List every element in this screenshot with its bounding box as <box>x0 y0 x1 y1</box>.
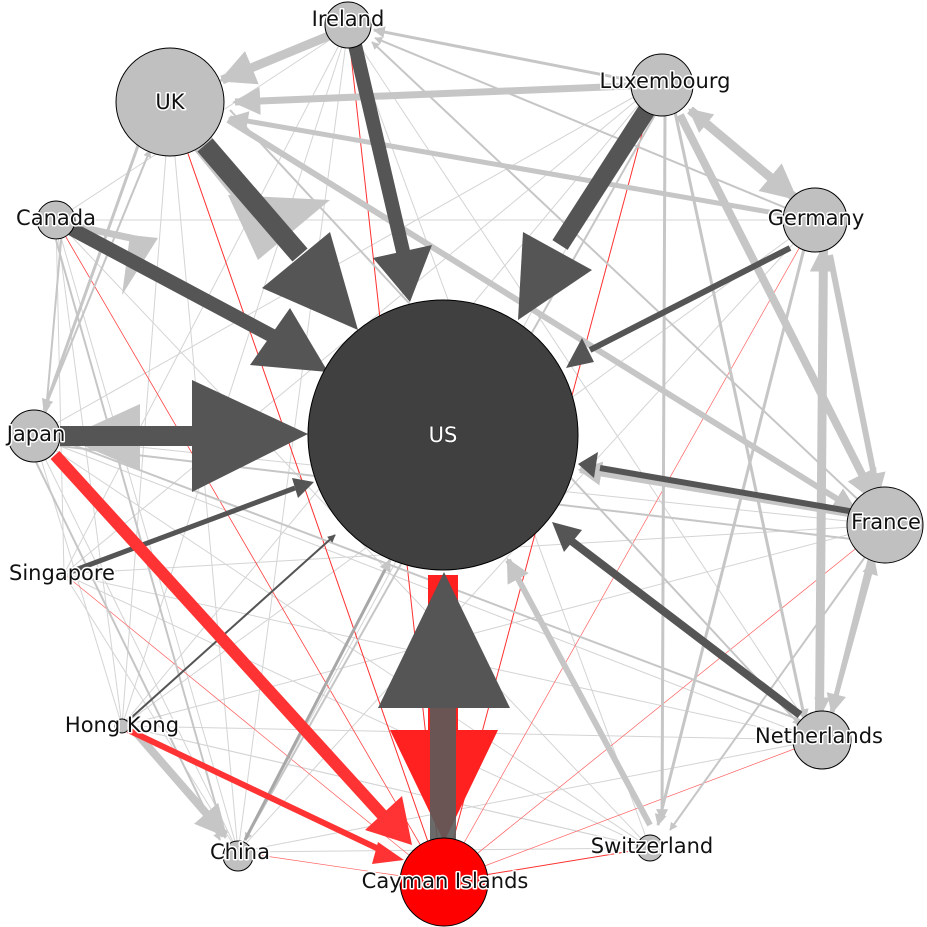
edge <box>656 114 669 822</box>
edge <box>676 113 879 503</box>
edge-arrowhead <box>365 796 412 845</box>
edge <box>169 101 443 883</box>
edge <box>55 219 123 727</box>
edge <box>121 725 651 849</box>
edge <box>228 111 816 223</box>
cayman-to-us-edge <box>378 572 510 840</box>
edge <box>33 435 651 849</box>
node-label-canada: Canada <box>16 206 96 230</box>
edge <box>688 107 802 203</box>
edge <box>33 84 656 437</box>
edge <box>121 524 886 727</box>
node-label-switzerland: Switzerland <box>591 834 714 858</box>
nodes <box>7 1 924 927</box>
edge <box>197 138 308 262</box>
node-france[interactable] <box>846 486 924 564</box>
edge <box>55 219 239 853</box>
edge <box>33 435 819 741</box>
edge <box>243 558 392 841</box>
edge <box>50 450 390 823</box>
node-label-germany: Germany <box>768 206 865 230</box>
edge-arrowhead <box>292 478 314 498</box>
edge <box>505 557 653 827</box>
edge <box>55 239 227 839</box>
edge <box>830 558 878 713</box>
edge <box>577 461 856 518</box>
edge <box>441 739 819 883</box>
edge <box>35 461 221 841</box>
node-netherlands[interactable] <box>792 710 852 770</box>
edge <box>121 534 336 727</box>
node-uk[interactable] <box>115 47 225 157</box>
edge-arrowhead <box>372 842 404 864</box>
edge <box>121 101 171 727</box>
edge <box>371 41 886 526</box>
node-label-hong-kong: Hong Kong <box>65 713 179 737</box>
node-japan[interactable] <box>7 409 61 463</box>
edge-arrowhead <box>378 572 510 708</box>
edge <box>55 219 443 883</box>
edge <box>69 485 296 575</box>
edge <box>374 37 816 221</box>
edge <box>232 81 656 115</box>
edge <box>441 219 816 883</box>
node-us[interactable] <box>307 299 579 571</box>
node-label-japan: Japan <box>5 422 66 446</box>
edge <box>814 249 831 714</box>
node-labels: US UK Ireland Luxembourg Germany Canada … <box>3 6 922 895</box>
node-cayman-islands[interactable] <box>399 837 489 927</box>
edge <box>126 727 387 855</box>
node-label-china: China <box>210 840 270 864</box>
node-label-netherlands: Netherlands <box>755 724 883 748</box>
edge-arrowhead <box>262 232 358 330</box>
node-label-ireland: Ireland <box>312 7 385 31</box>
edge <box>347 27 819 741</box>
dark-edges <box>60 43 856 727</box>
node-hong-kong[interactable] <box>114 718 130 734</box>
node-label-luxembourg: Luxembourg <box>600 69 731 93</box>
node-label-singapore: Singapore <box>9 561 115 585</box>
node-germany[interactable] <box>782 187 848 253</box>
edge <box>599 465 856 515</box>
node-label-us: US <box>429 423 458 447</box>
edge <box>348 43 412 262</box>
edge <box>372 26 656 87</box>
edge <box>827 254 886 498</box>
edge-arrowhead <box>373 245 432 302</box>
edge <box>43 149 151 411</box>
node-label-cayman-islands: Cayman Islands <box>362 869 529 893</box>
edge <box>218 23 350 85</box>
node-switzerland[interactable] <box>636 834 664 862</box>
node-canada[interactable] <box>36 200 76 240</box>
edge <box>63 573 651 849</box>
node-luxembourg[interactable] <box>630 53 694 117</box>
edge <box>33 435 239 853</box>
node-singapore[interactable] <box>60 570 68 578</box>
node-china[interactable] <box>222 840 254 872</box>
edge <box>809 247 834 713</box>
node-label-uk: UK <box>155 90 185 114</box>
edge <box>673 111 809 722</box>
edge <box>654 244 807 827</box>
edge-arrowhead <box>250 308 328 372</box>
edge <box>66 221 284 347</box>
edge-arrowhead <box>578 452 598 478</box>
edge <box>41 139 142 412</box>
edge-arrowhead <box>552 522 582 552</box>
node-ireland[interactable] <box>324 1 372 49</box>
edge <box>567 536 803 719</box>
node-label-france: France <box>851 510 921 534</box>
edge-arrowhead <box>192 380 308 492</box>
edge-arrowhead <box>566 338 594 368</box>
edge <box>552 100 658 250</box>
edge-arrowhead <box>518 232 592 320</box>
edge <box>42 229 63 413</box>
edge <box>588 245 792 353</box>
